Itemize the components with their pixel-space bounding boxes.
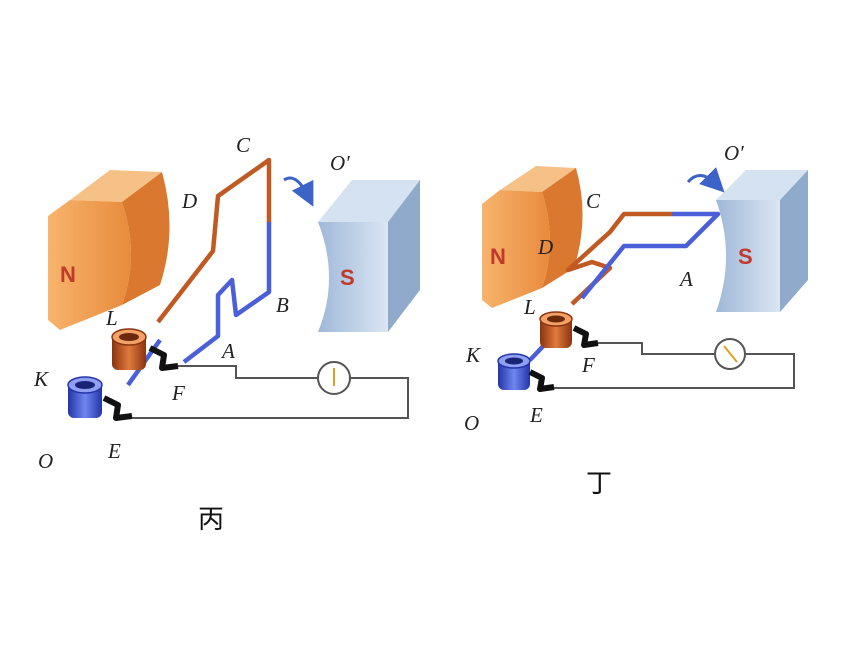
south-pole-label: S xyxy=(738,244,753,269)
slip-ring-K xyxy=(497,353,531,390)
galvanometer-icon xyxy=(714,338,746,370)
label-F: F xyxy=(171,381,185,405)
label-C: C xyxy=(236,133,251,157)
label-O-prime: O′ xyxy=(724,141,744,165)
diagram-bing: N S xyxy=(33,133,420,535)
label-L: L xyxy=(523,295,536,319)
caption-bing: 丙 xyxy=(198,505,224,535)
south-magnet: S xyxy=(318,180,420,332)
label-A: A xyxy=(220,339,235,363)
galvanometer-icon xyxy=(317,361,351,395)
slip-ring-L xyxy=(111,328,147,370)
external-circuit xyxy=(554,342,795,389)
north-pole-label: N xyxy=(490,244,506,269)
label-B: B xyxy=(276,293,289,317)
north-pole-label: N xyxy=(60,262,76,287)
rotation-arrow-icon xyxy=(686,167,725,193)
label-O: O xyxy=(38,449,53,473)
slip-ring-K xyxy=(67,376,103,418)
brush-F xyxy=(572,325,599,348)
label-C: C xyxy=(586,189,601,213)
label-E: E xyxy=(107,439,121,463)
label-K: K xyxy=(33,367,49,391)
south-pole-label: S xyxy=(340,265,355,290)
brush-E xyxy=(102,395,133,421)
label-L: L xyxy=(105,306,118,330)
label-K: K xyxy=(465,343,481,367)
diagram-ding: N S xyxy=(464,141,808,499)
brush-E xyxy=(528,369,555,392)
rotation-arrow-icon xyxy=(283,176,314,207)
label-E: E xyxy=(529,403,543,427)
label-D: D xyxy=(537,235,553,259)
label-F: F xyxy=(581,353,595,377)
south-magnet: S xyxy=(716,170,808,312)
label-D: D xyxy=(181,189,197,213)
north-magnet: N xyxy=(48,170,170,330)
brush-F xyxy=(148,345,179,371)
label-O-prime: O′ xyxy=(330,151,350,175)
label-O: O xyxy=(464,411,479,435)
label-A: A xyxy=(678,267,693,291)
external-circuit xyxy=(132,365,409,419)
caption-ding: 丁 xyxy=(586,469,612,499)
north-magnet: N xyxy=(482,166,583,308)
slip-ring-L xyxy=(539,311,573,348)
